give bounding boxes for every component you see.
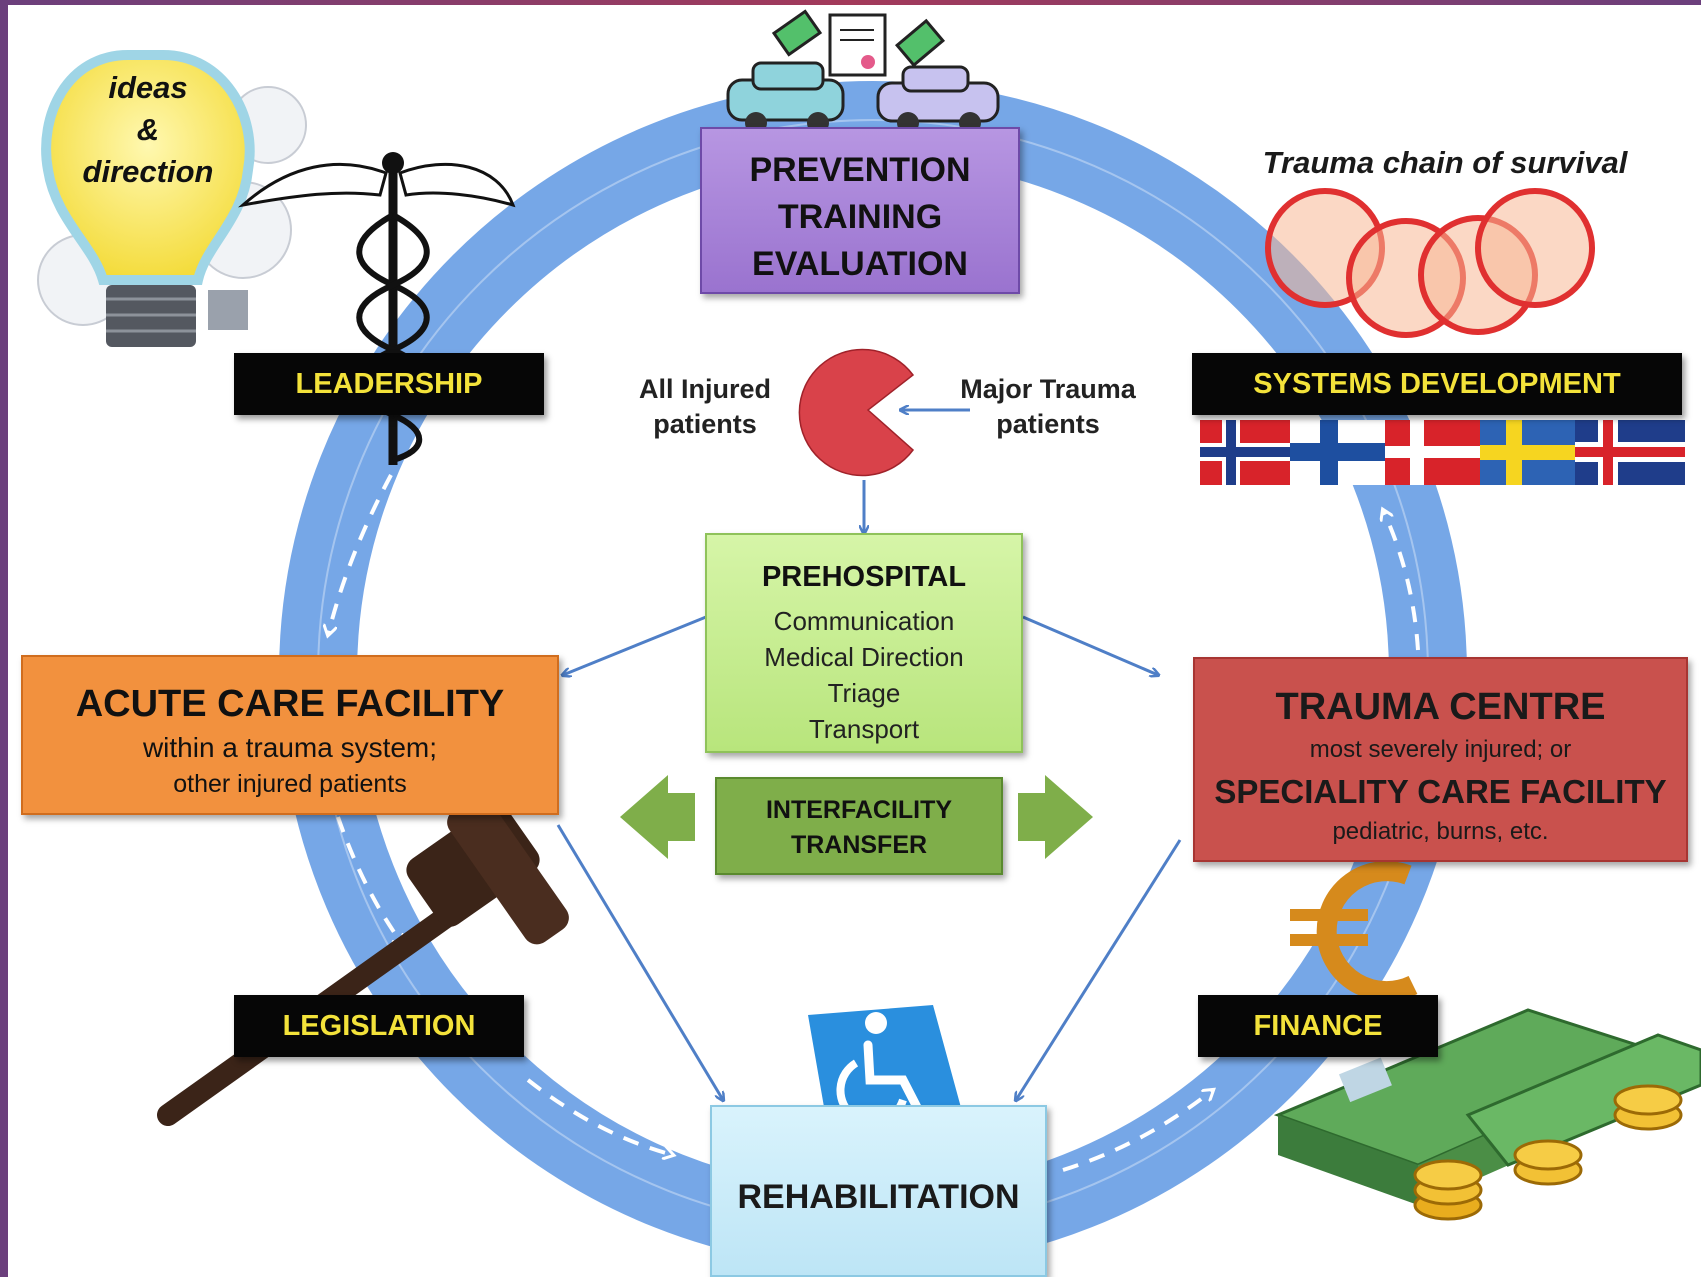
trauma-to-rehab-arrow	[1016, 839, 1182, 1100]
chain-of-survival-rings	[1265, 188, 1595, 338]
acute-care-box: ACUTE CARE FACILITY within a trauma syst…	[21, 655, 559, 815]
acute-care-title: ACUTE CARE FACILITY	[75, 683, 505, 725]
acute-care-line-2: other injured patients	[173, 770, 407, 798]
ring-arrow-bottom-right	[1062, 1090, 1213, 1172]
trauma-centre-line-1: most severely injured; or	[1309, 736, 1572, 763]
rehabilitation-title: REHABILITATION	[737, 1178, 1020, 1216]
all-injured-line-1: All Injured	[639, 374, 771, 404]
speciality-care-title: SPECIALITY CARE FACILITY	[1214, 773, 1667, 810]
nordic-flags-icon	[1200, 420, 1685, 485]
prehospital-item: Transport	[808, 714, 920, 744]
all-injured-line-2: patients	[653, 409, 757, 439]
prehospital-box: PREHOSPITAL Communication Medical Direct…	[705, 533, 1023, 753]
prevention-line-3: EVALUATION	[752, 245, 968, 283]
major-trauma-line-1: Major Trauma	[960, 374, 1137, 404]
ring-arrow-bottom	[526, 1078, 673, 1155]
transfer-left-arrow	[620, 775, 695, 859]
prehospital-to-trauma-arrow	[1022, 615, 1158, 675]
acute-to-rehab-arrow	[556, 824, 723, 1100]
diagram-canvas: ideas & direction	[8, 5, 1701, 1277]
transfer-right-arrow	[1018, 775, 1093, 859]
prehospital-to-acute-arrow	[563, 615, 707, 675]
chain-title: Trauma chain of survival	[1263, 145, 1629, 180]
ideas-line-3: direction	[83, 154, 214, 189]
prehospital-item: Medical Direction	[764, 642, 964, 672]
legislation-label: LEGISLATION	[234, 995, 524, 1057]
prevention-line-1: PREVENTION	[749, 151, 971, 189]
trauma-centre-title: TRAUMA CENTRE	[1275, 686, 1606, 728]
car-crash-icon	[726, 9, 1000, 134]
patients-pie-chart	[799, 349, 913, 476]
light-bulbs-icon: ideas & direction	[37, 50, 307, 347]
prehospital-item: Triage	[827, 678, 901, 708]
trauma-centre-line-2: pediatric, burns, etc.	[1332, 818, 1549, 845]
systems-development-label: SYSTEMS DEVELOPMENT	[1192, 353, 1682, 415]
euro-icon	[1290, 861, 1418, 1002]
money-stack-icon	[1273, 1008, 1701, 1221]
ring-arrow-top-right	[1073, 255, 1215, 332]
transfer-line-2: TRANSFER	[790, 831, 928, 859]
ideas-line-2: &	[137, 112, 159, 147]
prehospital-title: PREHOSPITAL	[761, 561, 967, 593]
prehospital-item: Communication	[773, 606, 955, 636]
interfacility-transfer-box: INTERFACILITY TRANSFER	[715, 777, 1003, 875]
ring-arrow-left	[328, 474, 393, 635]
finance-label: FINANCE	[1198, 995, 1438, 1057]
rehabilitation-box: REHABILITATION	[710, 1105, 1047, 1277]
transfer-line-1: INTERFACILITY	[765, 796, 953, 824]
caduceus-icon	[238, 152, 516, 465]
ideas-line-1: ideas	[108, 70, 187, 105]
trauma-centre-box: TRAUMA CENTRE most severely injured; or …	[1193, 657, 1688, 862]
acute-care-line-1: within a trauma system;	[142, 732, 438, 763]
prevention-box: PREVENTION TRAINING EVALUATION	[700, 127, 1020, 294]
leadership-label: LEADERSHIP	[234, 353, 544, 415]
major-trauma-line-2: patients	[996, 409, 1100, 439]
prevention-line-2: TRAINING	[777, 198, 943, 236]
ring-arrow-top-left	[528, 238, 677, 325]
